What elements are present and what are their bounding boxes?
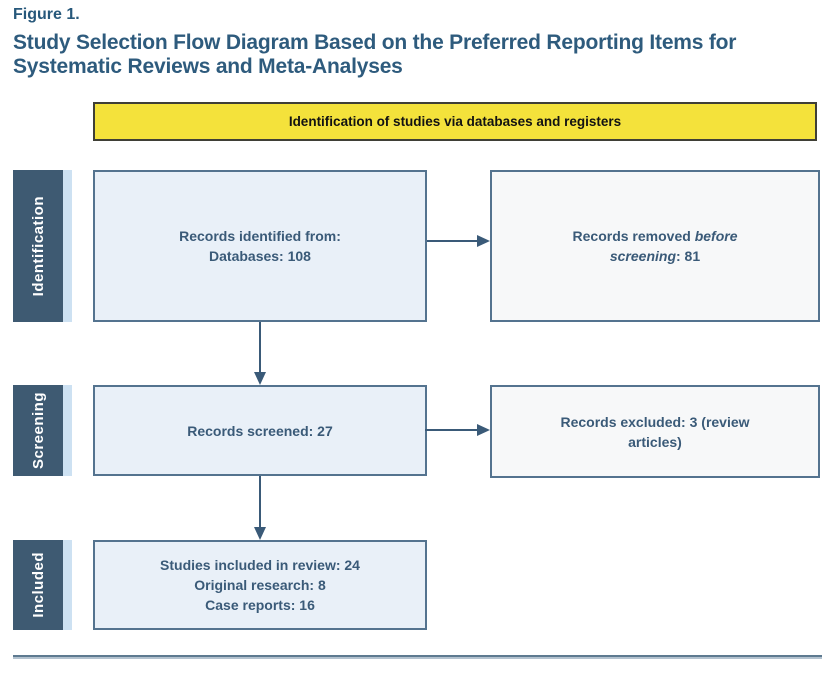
banner-identification-via-databases: Identification of studies via databases … [93,102,817,141]
box-studies-included-line2: Original research: 8 [194,577,326,593]
box-records-identified-line1: Records identified from: [179,228,341,244]
arrowhead-right-icon [477,235,490,247]
box-records-identified-line2: Databases: 108 [209,248,311,264]
box-records-identified: Records identified from: Databases: 108 [93,170,427,322]
stage-bar-identification: Identification [13,170,63,322]
arrowhead-down-icon [254,527,266,540]
box-records-screened-text: Records screened: 27 [187,422,333,439]
box-records-screened: Records screened: 27 [93,385,427,476]
box-records-removed: Records removed before screening: 81 [490,170,820,322]
box-records-excluded-text: Records excluded: 3 (review articles) [560,413,750,450]
stage-label-screening: Screening [29,391,47,470]
stage-bar-identification-shadow [63,170,72,322]
stage-bar-screening-shadow [63,385,72,476]
arrowhead-down-icon [254,372,266,385]
box-studies-included: Studies included in review: 24 Original … [93,540,427,630]
box-studies-included-line3: Case reports: 16 [205,597,315,613]
box-studies-included-line1: Studies included in review: 24 [160,557,360,573]
bottom-divider-dark [13,655,822,657]
banner-text: Identification of studies via databases … [288,114,622,129]
figure-label: Figure 1. [13,6,80,23]
box-records-excluded: Records excluded: 3 (review articles) [490,385,820,478]
stage-bar-included: Included [13,540,63,630]
stage-bar-included-shadow [63,540,72,630]
stage-label-included: Included [29,552,47,618]
stage-bar-screening: Screening [13,385,63,476]
bottom-divider-light [13,657,822,659]
figure-title: Study Selection Flow Diagram Based on th… [13,31,737,78]
stage-label-identification: Identification [29,195,47,297]
box-records-removed-text: Records removed before screening: 81 [572,228,738,264]
arrowhead-right-icon [477,424,490,436]
